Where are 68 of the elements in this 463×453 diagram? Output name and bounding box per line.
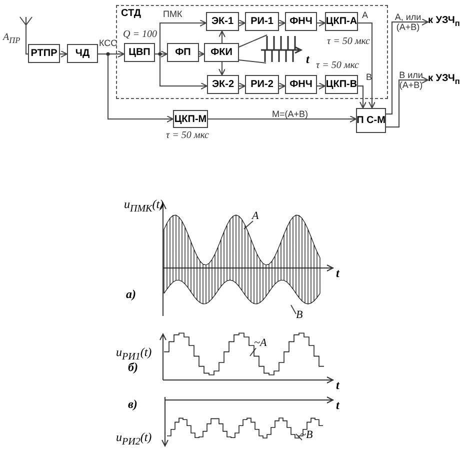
- annotation: Q = 100: [123, 30, 157, 40]
- curve-label: B: [296, 310, 303, 320]
- block: ЦКП-А: [325, 12, 358, 31]
- annotation: A$_{ПР}$: [3, 33, 20, 46]
- block: П С-М: [356, 108, 386, 133]
- connector-arrow: [358, 22, 376, 108]
- connector-arrow: [60, 50, 68, 58]
- curve-label: A: [252, 211, 259, 221]
- axis-label: u$_{РИ1}$(t): [116, 345, 152, 362]
- axis-label: t: [336, 266, 340, 280]
- connector-arrow: [386, 18, 428, 114]
- block: РИ-2: [245, 75, 279, 94]
- block: ФКИ: [204, 43, 239, 62]
- connector-arrow: [316, 82, 326, 90]
- block: ФНЧ: [285, 12, 317, 31]
- edge-label: ПМК: [163, 9, 182, 19]
- connector-arrow: [98, 54, 174, 122]
- connector-arrow: [316, 20, 326, 26]
- edge-label: B: [366, 72, 372, 82]
- leader-line: [296, 434, 302, 440]
- antenna-icon: [19, 16, 33, 38]
- annotation: τ = 50 мкс: [316, 61, 359, 71]
- block: ЦКП-М: [173, 110, 208, 128]
- annotation: τ = 50 мкс: [327, 37, 370, 47]
- connector-arrow: [208, 116, 356, 122]
- panel-letter: б): [128, 360, 138, 374]
- output-label: к УЗЧ$_{п}$: [428, 16, 460, 28]
- panel-letter: а): [126, 287, 136, 301]
- axis-label: t: [306, 52, 310, 66]
- block: ЭК-2: [207, 75, 239, 94]
- connector-arrow: [218, 62, 226, 76]
- output-label: к УЗЧ$_{п}$: [428, 74, 460, 86]
- connector-arrow: [358, 86, 366, 108]
- edge-label: КСС: [99, 38, 118, 48]
- block: ФНЧ: [285, 75, 317, 94]
- leader-line: [290, 304, 296, 314]
- annotation: τ = 50 мкс: [166, 131, 209, 141]
- block: ЧД: [67, 44, 98, 63]
- dashed-group-frame: [116, 5, 388, 99]
- edge-label: B или (A+B): [398, 70, 424, 90]
- block: ФП: [167, 43, 199, 62]
- edge-label: A: [362, 10, 368, 20]
- connector-arrow: [154, 54, 208, 90]
- connector-arrow: [386, 76, 428, 128]
- connector-arrow: [218, 30, 226, 44]
- edge-label: A, или (A+B): [394, 12, 422, 32]
- connector-arrow: [278, 82, 286, 90]
- connector-arrow: [238, 82, 246, 90]
- leader-line: [244, 220, 254, 230]
- block: ЦКП-В: [325, 75, 358, 94]
- block: ЭК-1: [206, 12, 239, 31]
- axis-label: u$_{ПМК}$(t): [124, 197, 164, 216]
- axis-label: t: [336, 378, 340, 392]
- leader-line: [250, 348, 256, 356]
- axis-label: t: [336, 398, 340, 412]
- axis-label: u$_{РИ2}$(t): [116, 430, 152, 450]
- curve-label: ~A: [254, 338, 267, 348]
- pulse-train-drawing: [261, 35, 303, 63]
- block: РИ-1: [245, 12, 279, 31]
- connector-arrow: [238, 20, 246, 26]
- edge-label: M=(A+B): [272, 109, 308, 119]
- connector-arrow: [198, 50, 204, 58]
- block: ЦВП: [124, 43, 155, 62]
- panel-letter: в): [128, 397, 138, 411]
- block: РТПР: [28, 44, 60, 63]
- connector-arrow: [278, 20, 286, 26]
- group-title: СТД: [121, 9, 141, 19]
- curve-label: ~B: [300, 430, 313, 440]
